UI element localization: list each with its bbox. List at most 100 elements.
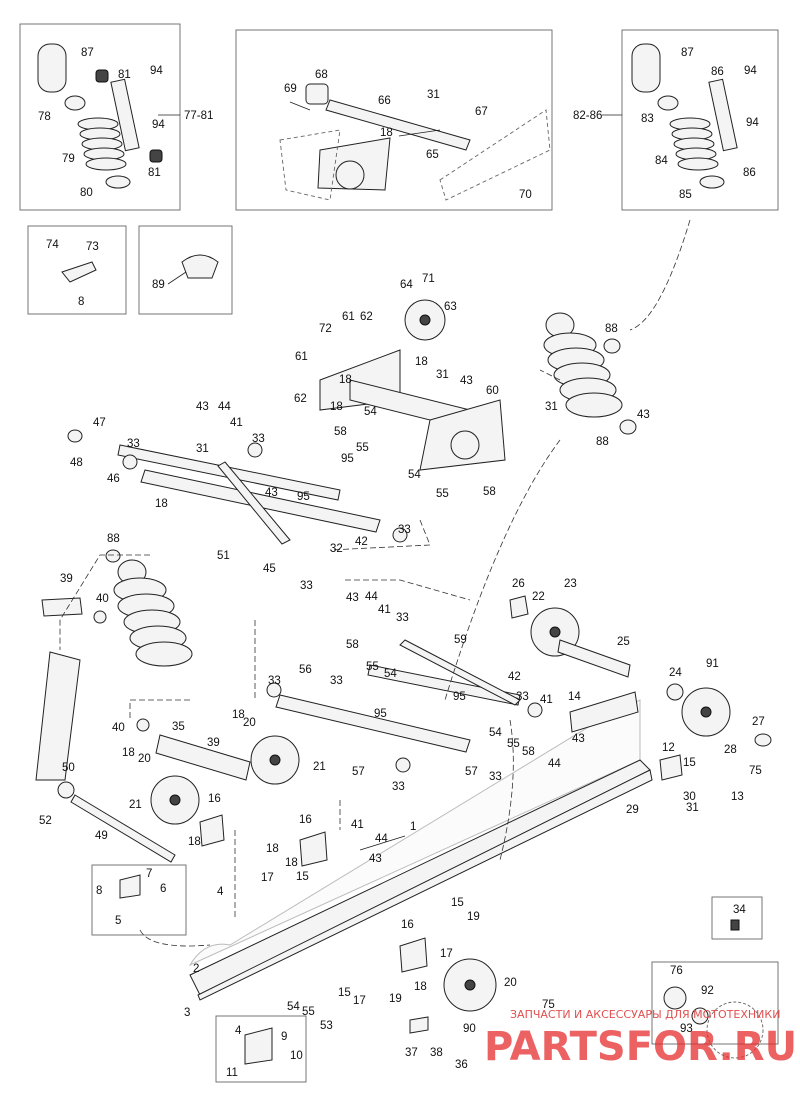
callout-label: 43: [196, 401, 209, 413]
callout-label: 27: [752, 716, 765, 728]
plate-part: [244, 1027, 273, 1065]
callout-label: 22: [532, 591, 545, 603]
watermark-logo: PARTSFOR.RU: [484, 1024, 797, 1070]
axle-bracket: [299, 831, 328, 867]
callout-label: 18: [188, 836, 201, 848]
callout-label: 92: [701, 985, 714, 997]
callout-label: 39: [60, 573, 73, 585]
callout-label: 42: [508, 671, 521, 683]
callout-label: 43: [460, 375, 473, 387]
callout-label: 94: [746, 117, 759, 129]
callout-label: 33: [300, 580, 313, 592]
callout-label: 62: [360, 311, 373, 323]
bushing: [266, 682, 282, 698]
callout-label: 53: [320, 1020, 333, 1032]
callout-labels: 87 81 94 78 77-81 94 79 81 80 68 69 66 3…: [38, 47, 765, 1079]
callout-label: 65: [426, 149, 439, 161]
inset-gasket: [138, 225, 233, 315]
callout-label: 18: [122, 747, 135, 759]
inset-bracket: [91, 864, 187, 936]
callout-label: 36: [455, 1059, 468, 1071]
collar: [305, 83, 329, 105]
callout-label: 17: [353, 995, 366, 1007]
bushing: [395, 757, 411, 773]
callout-label: 72: [319, 323, 332, 335]
callout-label: 50: [62, 762, 75, 774]
callout-label: 21: [313, 761, 326, 773]
callout-label: 55: [302, 1006, 315, 1018]
bushing: [247, 442, 263, 458]
callout-label: 79: [62, 153, 75, 165]
callout-label: 41: [230, 417, 243, 429]
callout-label: 48: [70, 457, 83, 469]
callout-label: 70: [519, 189, 532, 201]
callout-label: 7: [146, 868, 152, 880]
callout-label: 63: [444, 301, 457, 313]
bolt: [289, 101, 311, 111]
reference-rail: [439, 109, 551, 201]
callout-label: 14: [568, 691, 581, 703]
callout-label: 89: [152, 279, 165, 291]
tensioner-block: [659, 754, 683, 781]
bracket-part: [119, 874, 141, 899]
callout-label: 54: [287, 1001, 300, 1013]
callout-label: 56: [299, 664, 312, 676]
callout-label: 85: [679, 189, 692, 201]
callout-label: 44: [548, 758, 561, 770]
callout-label: 33: [516, 691, 529, 703]
callout-label: 15: [451, 897, 464, 909]
assembly-lines: [59, 219, 691, 947]
bushing: [619, 419, 637, 435]
callout-label: 24: [669, 667, 682, 679]
spring-seat: [657, 95, 679, 111]
callout-label: 2: [193, 963, 199, 975]
callout-label: 23: [564, 578, 577, 590]
bushing: [122, 454, 138, 470]
spacer-tube: [41, 597, 83, 617]
callout-label: 16: [401, 919, 414, 931]
callout-label: 39: [207, 737, 220, 749]
callout-label: 9: [281, 1031, 287, 1043]
callout-label: 68: [315, 69, 328, 81]
rear-plate: [569, 691, 639, 733]
callout-label: 18: [266, 843, 279, 855]
plate-hole: [450, 430, 480, 460]
callout-label: 18: [339, 374, 352, 386]
callout-label: 25: [617, 636, 630, 648]
adjuster-ring: [699, 175, 725, 189]
callout-label: 33: [127, 438, 140, 450]
callout-label: 29: [626, 804, 639, 816]
callout-label: 54: [384, 668, 397, 680]
torque-arm: [325, 99, 471, 151]
callout-label: 31: [196, 443, 209, 455]
callout-label: 86: [743, 167, 756, 179]
spring-sleeve: [37, 43, 67, 93]
callout-label: 4: [235, 1025, 242, 1037]
axle: [557, 639, 631, 678]
bushing: [149, 149, 163, 163]
callout-label: 16: [299, 814, 312, 826]
axle: [155, 734, 251, 781]
callout-label: 80: [80, 187, 93, 199]
callout-label: 83: [641, 113, 654, 125]
callout-label: 76: [670, 965, 683, 977]
callout-label: 82-86: [573, 110, 602, 122]
callout-label: 33: [489, 771, 502, 783]
callout-label: 31: [686, 802, 699, 814]
callout-label: 88: [107, 533, 120, 545]
spring-sleeve: [631, 43, 661, 93]
front-arm: [35, 651, 81, 781]
adjuster-ring: [105, 175, 131, 189]
grease-fitting: [730, 919, 740, 931]
callout-label: 1: [410, 821, 416, 833]
callout-label: 75: [542, 999, 555, 1011]
callout-label: 15: [338, 987, 351, 999]
callout-label: 60: [486, 385, 499, 397]
callout-label: 33: [396, 612, 409, 624]
callout-label: 95: [374, 708, 387, 720]
callout-label: 13: [731, 791, 744, 803]
callout-label: 86: [711, 66, 724, 78]
callout-label: 52: [39, 815, 52, 827]
callout-label: 20: [504, 977, 517, 989]
